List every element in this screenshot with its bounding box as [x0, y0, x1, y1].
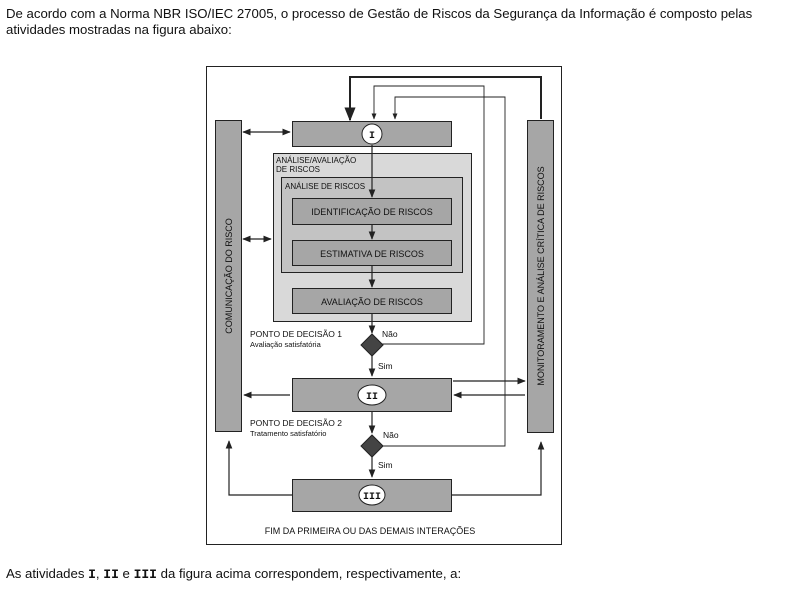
box-I-label: I [369, 131, 375, 142]
decision-1-yes: Sim [378, 361, 393, 371]
decision-2-diamond [360, 434, 384, 458]
decision-1-title: PONTO DE DECISÃO 1 [250, 329, 342, 339]
box-III-label: III [363, 492, 381, 503]
footer-label: FIM DA PRIMEIRA OU DAS DEMAIS INTERAÇÕES [265, 526, 476, 536]
decision-2-yes: Sim [378, 460, 393, 470]
question-item-II: II [103, 567, 119, 582]
communication-bar [215, 120, 242, 432]
intro-paragraph: De acordo com a Norma NBR ISO/IEC 27005,… [6, 6, 753, 37]
question-suffix: da figura acima correspondem, respectiva… [160, 566, 462, 581]
decision-1-sub: Avaliação satisfatória [250, 340, 322, 349]
activity-III-box [292, 479, 452, 512]
monitoring-label: MONITORAMENTO E ANÁLISE CRÍTICA DE RISCO… [536, 166, 546, 385]
question-item-I: I [88, 567, 96, 582]
decision-2-title: PONTO DE DECISÃO 2 [250, 418, 342, 428]
diagram-frame [206, 66, 562, 545]
question-item-III: III [133, 567, 157, 582]
estimativa-label: ESTIMATIVA DE RISCOS [320, 249, 424, 259]
loop-no1-line [371, 85, 485, 345]
decision-1-no: Não [382, 329, 398, 339]
analise-avaliacao-box [273, 153, 472, 322]
identificacao-label: IDENTIFICAÇÃO DE RISCOS [311, 207, 433, 217]
activity-II-box [292, 378, 452, 412]
estimativa-box [292, 240, 452, 266]
question-sep: , [95, 566, 100, 581]
decision-1-diamond [360, 333, 384, 357]
decision-2-sub: Tratamento satisfatório [250, 429, 326, 438]
identificacao-box [292, 198, 452, 225]
question-conj: e [122, 566, 130, 581]
loop-no2-line [373, 96, 506, 447]
analise-avaliacao-label-1: ANÁLISE/AVALIAÇÃO [276, 156, 356, 165]
monitoring-bar [527, 120, 554, 433]
box-II-label: II [366, 392, 378, 403]
decision-2-no: Não [383, 430, 399, 440]
communication-label: COMUNICAÇÃO DO RISCO [224, 218, 234, 334]
activity-I-box [292, 121, 452, 147]
avaliacao-label: AVALIAÇÃO DE RISCOS [321, 297, 423, 307]
question-line: As atividades I, II e III da figura acim… [6, 566, 461, 583]
avaliacao-box [292, 288, 452, 314]
analise-avaliacao-label-2: DE RISCOS [276, 165, 320, 174]
loop-entry-line [349, 76, 542, 119]
question-prefix: As atividades [6, 566, 85, 581]
analise-riscos-label: ANÁLISE DE RISCOS [285, 182, 365, 191]
analise-riscos-box [281, 177, 463, 273]
